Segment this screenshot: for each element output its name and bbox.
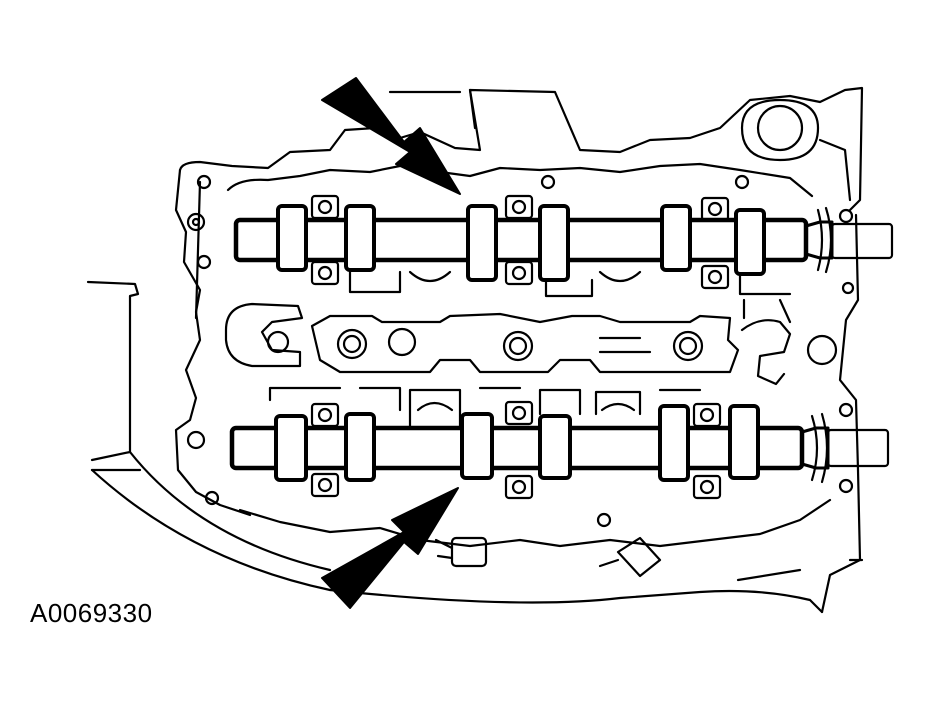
- wiring-connectors: [434, 536, 802, 582]
- exhaust-camshaft: [229, 386, 890, 500]
- right-bosses: [740, 298, 838, 386]
- spark-plug-plate: [310, 312, 740, 374]
- top-boss: [740, 98, 852, 202]
- spark-plug-well: [336, 328, 368, 360]
- indicator-arrow-upper: [321, 77, 461, 195]
- left-bracket: [224, 302, 304, 368]
- figure-id-label: A0069330: [30, 598, 153, 628]
- intake-camshaft: [233, 194, 894, 298]
- perimeter-bolt-holes: [186, 174, 855, 528]
- indicator-arrow-lower: [321, 487, 459, 609]
- side-housing: [86, 280, 824, 614]
